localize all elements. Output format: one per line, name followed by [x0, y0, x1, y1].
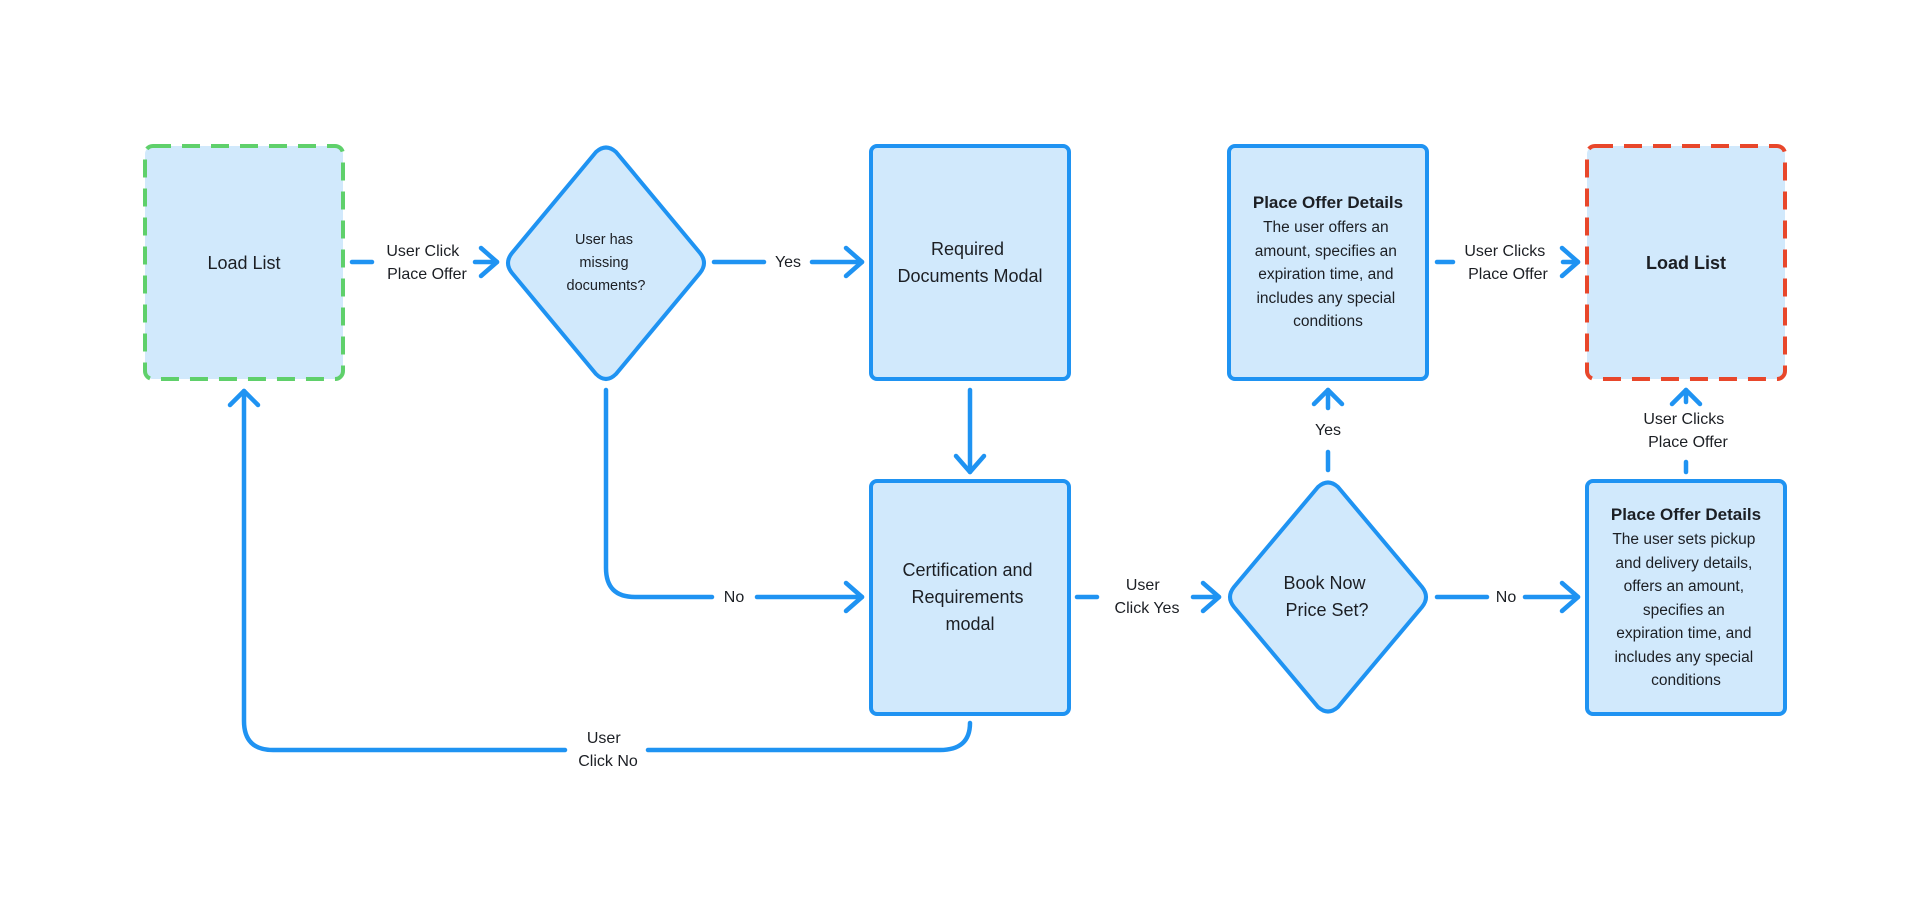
node-description-line: conditions: [1651, 672, 1721, 689]
nodes: Load List User has missing documents? Re…: [143, 144, 1787, 716]
node-start-load-list[interactable]: Load List: [143, 144, 345, 381]
arrowhead: [843, 245, 865, 279]
node-label: User has missing documents?: [567, 228, 646, 294]
node-label-line: documents?: [567, 278, 646, 294]
node-label: Certification and Requirements modal: [902, 555, 1037, 634]
edge-label-full-to-end: User Clicks Place Offer: [1643, 407, 1728, 451]
node-label-line: Price Set?: [1285, 600, 1368, 620]
edge-label-cert-no: User Click No: [578, 726, 638, 770]
node-description-line: includes any special: [1614, 649, 1753, 666]
node-title-text: Place Offer Details: [1611, 505, 1761, 524]
node-shape: [1585, 144, 1787, 381]
node-label-line: Book Now: [1283, 573, 1366, 593]
edge-label-simple-to-end: User Clicks Place Offer: [1464, 239, 1549, 283]
node-label-line: Load List: [207, 253, 280, 273]
edge-label-line: User Clicks: [1643, 411, 1724, 428]
node-description-line: amount, specifies an: [1255, 243, 1397, 260]
node-label-line: Load List: [1646, 253, 1726, 273]
node-description-line: includes any special: [1256, 290, 1395, 307]
node-shape: [506, 145, 706, 381]
node-required-documents-modal[interactable]: Required Documents Modal: [869, 144, 1071, 381]
edge-label-line: Place Offer: [1468, 266, 1548, 283]
node-label-line: Required: [931, 239, 1004, 259]
node-title-text: Place Offer Details: [1253, 193, 1403, 212]
node-label-line: Requirements: [911, 587, 1023, 607]
edge-label-line: User Clicks: [1464, 243, 1545, 260]
node-description: The user sets pickup and delivery detail…: [1612, 527, 1759, 689]
edge-label-line: Yes: [1315, 422, 1341, 439]
node-description-line: expiration time, and: [1258, 266, 1393, 283]
node-certification-requirements-modal[interactable]: Certification and Requirements modal: [869, 479, 1071, 716]
node-title: Place Offer Details: [1611, 505, 1761, 524]
connector-cert-no: [645, 720, 973, 753]
node-description-line: and delivery details,: [1615, 555, 1752, 572]
connector-decision-no: [603, 387, 715, 600]
node-label: Book Now Price Set?: [1283, 568, 1370, 620]
arrowhead: [227, 388, 261, 408]
arrowhead: [1669, 387, 1703, 407]
edge-label-line: Yes: [775, 254, 801, 271]
edge-label-start-to-decision: User Click Place Offer: [386, 239, 467, 283]
edge-label-line: User Click: [386, 243, 460, 260]
node-end-load-list[interactable]: Load List: [1585, 144, 1787, 381]
edge-label-line: Click Yes: [1115, 600, 1180, 617]
connector-cert-no-b: [241, 388, 568, 753]
edge-label-line: Click No: [578, 753, 638, 770]
node-description-line: The user sets pickup: [1612, 531, 1755, 548]
arrowhead: [1200, 580, 1222, 614]
edge-label-decision-yes: Yes: [775, 254, 801, 271]
node-shape: [1227, 144, 1429, 381]
node-place-offer-details-full[interactable]: Place Offer Details The user sets pickup…: [1585, 479, 1787, 716]
arrowhead: [953, 453, 987, 475]
node-shape: [869, 144, 1071, 381]
node-label-line: User has: [575, 232, 633, 248]
node-description: The user offers an amount, specifies an …: [1255, 215, 1401, 330]
arrowhead: [1559, 245, 1581, 279]
node-title: Place Offer Details: [1253, 193, 1403, 212]
connectors: [227, 245, 1703, 753]
edge-label-line: No: [724, 589, 745, 606]
node-description-line: conditions: [1293, 313, 1363, 330]
node-shape: [143, 144, 345, 381]
node-label-line: missing: [579, 255, 628, 271]
node-description-line: expiration time, and: [1616, 625, 1751, 642]
edge-label-line: Place Offer: [387, 266, 467, 283]
node-decision-missing-documents[interactable]: User has missing documents?: [506, 145, 706, 381]
node-shape: [1228, 480, 1428, 714]
node-label-line: Certification and: [902, 560, 1032, 580]
edge-label-book-no: No: [1496, 589, 1517, 606]
edge-label-cert-yes: User Click Yes: [1115, 573, 1180, 617]
edge-labels: User Click Place Offer Yes No User Click…: [386, 239, 1728, 770]
node-label: Required Documents Modal: [897, 234, 1042, 286]
node-description-line: offers an amount,: [1624, 578, 1744, 595]
node-place-offer-details-simple[interactable]: Place Offer Details The user offers an a…: [1227, 144, 1429, 381]
node-label: Load List: [207, 253, 280, 273]
edge-label-line: User: [1126, 577, 1160, 594]
edge-label-book-yes: Yes: [1315, 422, 1341, 439]
node-description-line: specifies an: [1643, 602, 1725, 619]
node-shape: [869, 479, 1071, 716]
arrowhead: [843, 580, 865, 614]
node-label: Load List: [1646, 253, 1726, 273]
edge-label-decision-no: No: [724, 589, 745, 606]
node-description-line: The user offers an: [1263, 219, 1389, 236]
node-decision-book-now[interactable]: Book Now Price Set?: [1228, 480, 1428, 714]
arrowhead: [478, 245, 500, 279]
edge-label-line: No: [1496, 589, 1517, 606]
node-label-line: modal: [945, 614, 994, 634]
edge-label-line: User: [587, 730, 621, 747]
arrowhead: [1311, 387, 1345, 407]
node-label-line: Documents Modal: [897, 266, 1042, 286]
edge-label-line: Place Offer: [1648, 434, 1728, 451]
node-shape: [1585, 479, 1787, 716]
arrowhead: [1559, 580, 1581, 614]
